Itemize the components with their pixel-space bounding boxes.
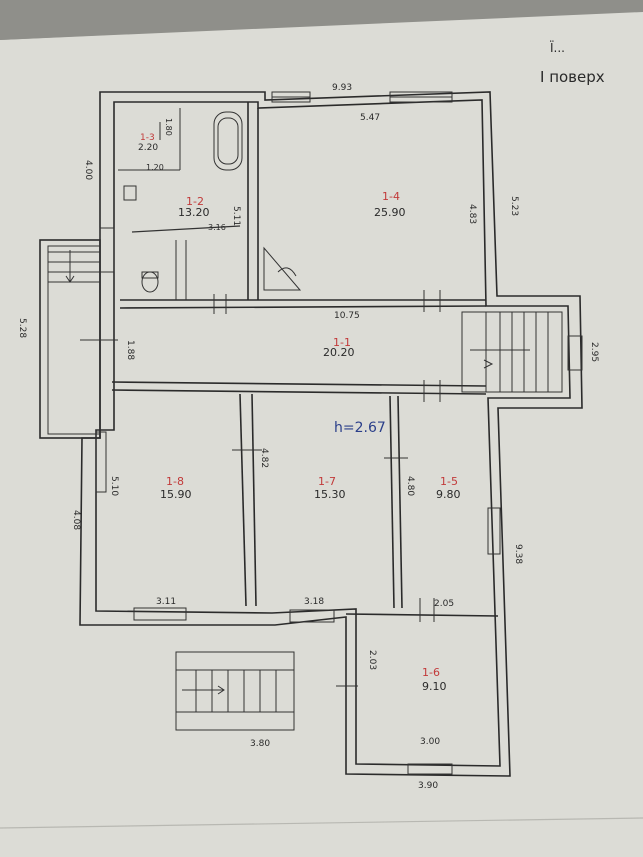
room-1-5-id: 1-5 xyxy=(440,475,458,488)
dim-top: 9.93 xyxy=(332,83,352,93)
dim-room8-w: 3.11 xyxy=(156,597,176,607)
dim-bottom: 3.90 xyxy=(418,781,438,791)
room-1-5-area: 9.80 xyxy=(436,488,461,501)
bathtub-icon xyxy=(213,111,243,171)
dim-room4-height: 4.83 xyxy=(467,204,477,224)
dim-right-lower: 9.38 xyxy=(513,544,523,564)
stair-right xyxy=(461,311,563,393)
dim-left-lower: 4.08 xyxy=(71,510,81,530)
stair-left xyxy=(48,250,100,283)
dim-room2-width: 3.16 xyxy=(208,223,226,232)
fixtures xyxy=(123,111,302,293)
header-fragment: Ї... xyxy=(550,40,565,55)
room-1-7-id: 1-7 xyxy=(318,475,336,488)
room-1-6-area: 9.10 xyxy=(422,680,447,693)
paper-fold xyxy=(0,817,643,829)
outer-walls xyxy=(39,91,583,777)
dim-room6-h: 2.03 xyxy=(367,650,377,670)
room-1-2-area: 13.20 xyxy=(178,206,210,219)
dim-room8-h: 5.10 xyxy=(109,476,119,496)
dim-left-upper: 4.00 xyxy=(83,160,93,180)
room-1-3-id: 1-3 xyxy=(140,133,155,143)
sink-icon xyxy=(123,185,137,201)
windows xyxy=(95,91,583,775)
room-labels: 1-1 20.20 1-2 13.20 1-3 2.20 1-4 25.90 1… xyxy=(138,133,461,693)
dim-corridor-w: 1.88 xyxy=(125,340,135,360)
room-1-1-id: 1-1 xyxy=(333,336,351,349)
dim-corridor-len: 10.75 xyxy=(334,311,360,321)
room-1-8-area: 15.90 xyxy=(160,488,192,501)
dim-room7-w: 3.18 xyxy=(304,597,324,607)
paper-sheet xyxy=(0,10,643,857)
ceiling-height: h=2.67 xyxy=(334,420,386,436)
dim-room5-w: 2.05 xyxy=(434,599,454,609)
dim-room3-h: 1.80 xyxy=(164,118,173,136)
dim-left-stair: 5.28 xyxy=(17,318,27,338)
dim-stair-bottom: 3.80 xyxy=(250,739,270,749)
dim-room2-height: 5.11 xyxy=(231,206,241,226)
dim-room3-w: 1.20 xyxy=(146,163,164,172)
door-marks xyxy=(80,122,441,687)
dim-room4-width: 5.47 xyxy=(360,113,380,123)
floor-title: І поверх xyxy=(540,68,605,86)
room-1-7-area: 15.30 xyxy=(314,488,346,501)
dim-right-upper: 5.23 xyxy=(509,196,519,216)
room-1-1-area: 20.20 xyxy=(323,346,355,359)
room-1-3-area: 2.20 xyxy=(138,143,158,153)
room-1-4-area: 25.90 xyxy=(374,206,406,219)
room-1-2-id: 1-2 xyxy=(186,195,204,208)
dimension-labels: 9.93 5.47 5.23 4.83 4.00 5.28 5.11 3.16 … xyxy=(17,83,599,791)
room-1-4-id: 1-4 xyxy=(382,190,400,203)
background-surface xyxy=(0,0,643,40)
dim-right-stair: 2.95 xyxy=(589,342,599,362)
room-1-8-id: 1-8 xyxy=(166,475,184,488)
dim-room6-w: 3.00 xyxy=(420,737,440,747)
dim-room7-h: 4.82 xyxy=(259,448,269,468)
stair-bottom xyxy=(175,651,295,731)
dim-room5-h: 4.80 xyxy=(405,476,415,496)
room-1-6-id: 1-6 xyxy=(422,666,440,679)
stairs xyxy=(48,250,563,731)
